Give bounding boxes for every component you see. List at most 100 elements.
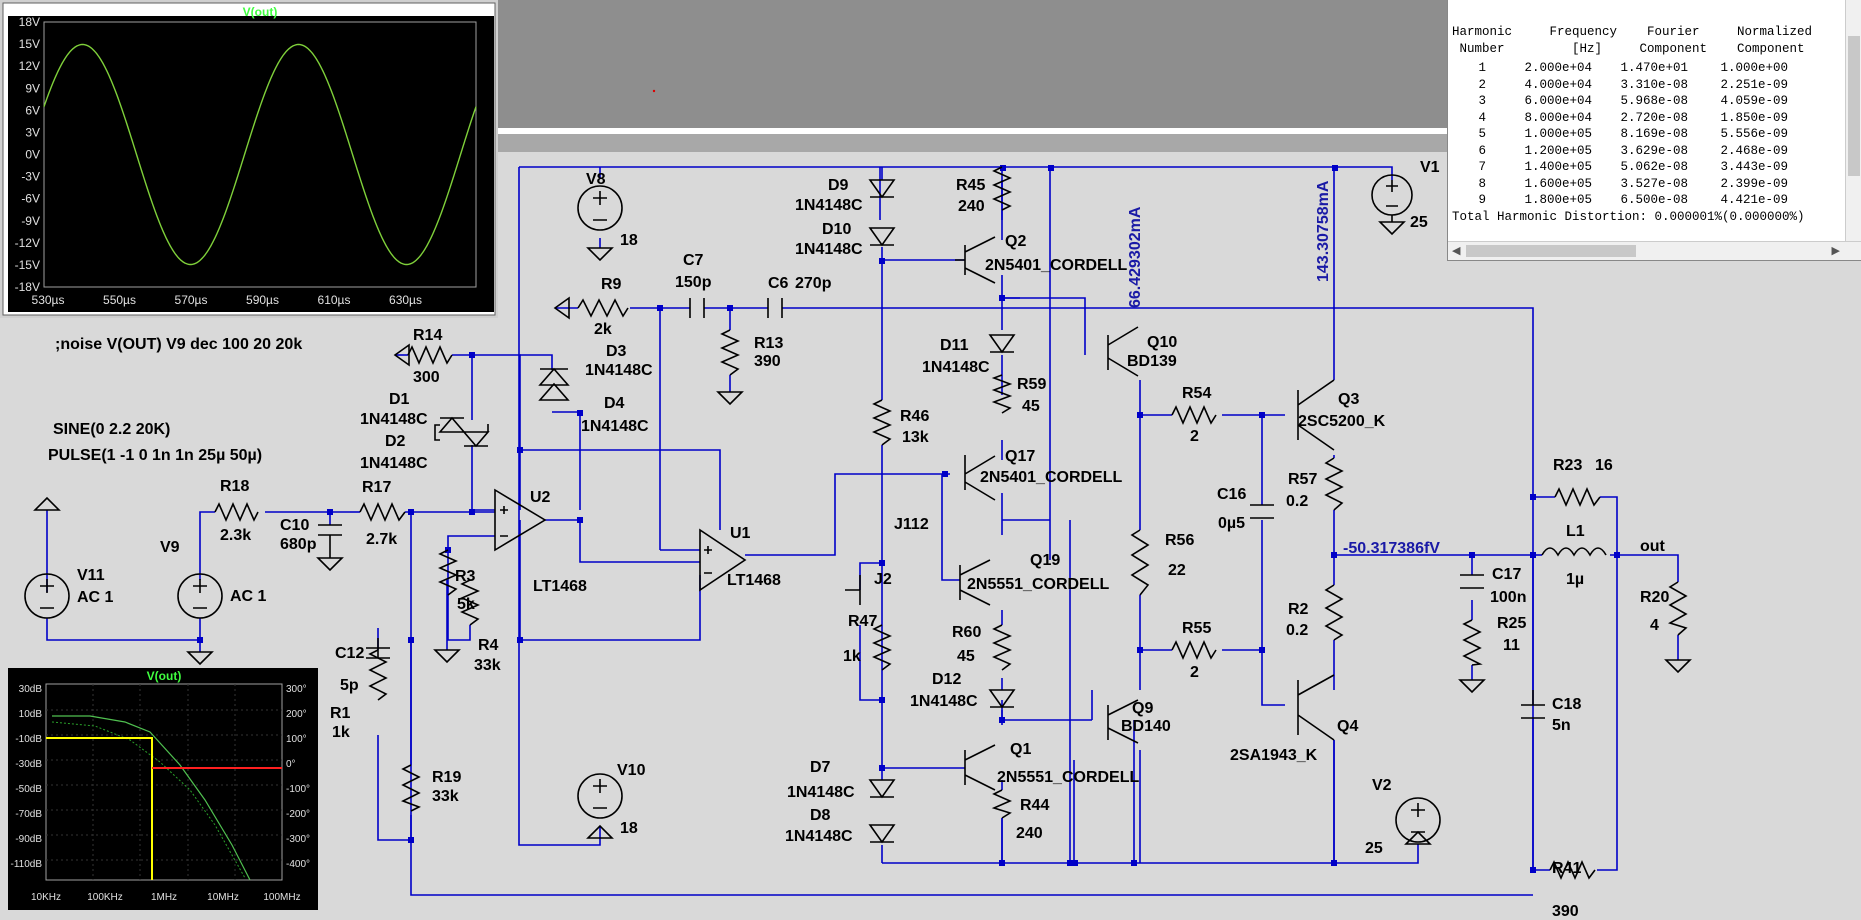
- x-tick-label: 570µs: [175, 293, 208, 307]
- label-C10-value: 680p: [280, 536, 317, 553]
- y-tick-label: 3V: [25, 125, 40, 139]
- label-R59: R59: [1017, 376, 1046, 393]
- y-tick-label: 0V: [25, 148, 40, 162]
- label-C7: C7: [683, 252, 704, 269]
- x-tick-label: 610µs: [318, 293, 351, 307]
- label-D8-value: 1N4148C: [785, 828, 853, 845]
- x-tick-label: 550µs: [103, 293, 136, 307]
- fourier-header-line2: Number [Hz] Component Component: [1452, 42, 1805, 56]
- fourier-horizontal-scroll-thumb[interactable]: [1466, 245, 1636, 257]
- fourier-cell: 5.062e-08: [1620, 160, 1688, 175]
- window-titlebar: [498, 134, 1448, 152]
- label-C17: C17: [1492, 566, 1521, 583]
- y-left-tick-label: 10dB: [19, 709, 43, 720]
- label-R9: R9: [601, 276, 622, 293]
- label-V2-value: 25: [1365, 840, 1383, 857]
- label-V10-value: 18: [620, 820, 638, 837]
- label-R45: R45: [956, 177, 985, 194]
- label-Q9: Q9: [1132, 700, 1153, 717]
- fourier-cell: 1.400e+05: [1524, 160, 1592, 175]
- y-tick-label: 9V: [25, 81, 40, 95]
- label-R44-value: 240: [1016, 825, 1043, 842]
- ac-y-right-ticks: 300°200°100°0°-100°-200°-300°-400°: [286, 684, 310, 870]
- label-V11: V11: [77, 567, 105, 584]
- label-R41: R41: [1552, 860, 1581, 877]
- label-R23: R23: [1553, 457, 1582, 474]
- label-U1: U1: [730, 525, 751, 542]
- ac-yellow-cursor[interactable]: [46, 737, 153, 880]
- label-D10: D10: [822, 221, 851, 238]
- label-R23-value: 16: [1595, 457, 1613, 474]
- label-U2-value: LT1468: [533, 578, 587, 595]
- label-V8: V8: [586, 171, 606, 188]
- fourier-cell: 1.850e-09: [1720, 110, 1788, 125]
- label-Q10-value: BD139: [1127, 353, 1177, 370]
- label-R46: R46: [900, 408, 929, 425]
- scroll-right-arrow-icon[interactable]: ▶: [1831, 246, 1840, 258]
- label-R47: R47: [848, 613, 877, 630]
- gray-window-area: [498, 0, 1448, 128]
- label-C7-value: 150p: [675, 274, 712, 291]
- fourier-cell: 4.000e+04: [1524, 77, 1592, 92]
- label-V8-value: 18: [620, 232, 638, 249]
- x-tick-label: 530µs: [32, 293, 65, 307]
- label-Q17: Q17: [1005, 448, 1035, 465]
- label-D8: D8: [810, 807, 831, 824]
- label-D9-value: 1N4148C: [795, 197, 863, 214]
- label-Q19: Q19: [1030, 552, 1060, 569]
- ac-plot[interactable]: V(out) 30dB10dB-10dB-30dB-50dB-70dB-90dB…: [8, 668, 318, 910]
- window-border: [498, 128, 1448, 134]
- fourier-cell: 1.000e+00: [1720, 61, 1788, 76]
- y-right-tick-label: 100°: [286, 734, 307, 745]
- y-tick-label: -18V: [15, 280, 40, 294]
- transient-plot[interactable]: V(out) 18V15V12V9V6V3V0V-3V-6V-9V-12V-15…: [0, 0, 498, 318]
- fourier-cell: 4: [1478, 110, 1486, 125]
- label-Q3: Q3: [1338, 391, 1359, 408]
- fourier-cell: 3: [1478, 94, 1486, 109]
- label-Q4: Q4: [1337, 718, 1358, 735]
- label-R2-value: 0.2: [1286, 622, 1308, 639]
- label-R13-value: 390: [754, 353, 781, 370]
- fourier-horizontal-scrollbar[interactable]: ◀ ▶: [1448, 241, 1861, 260]
- label-R14-value: 300: [413, 369, 440, 386]
- component-labels: V8 18 V10 18 V1 25 V2 25 V9 AC 1 V11 AC …: [48, 159, 1669, 920]
- label-D1: D1: [389, 391, 410, 408]
- fourier-output-window[interactable]: Harmonic Frequency Fourier Normalized Nu…: [1447, 0, 1861, 261]
- x-tick-label: 590µs: [246, 293, 279, 307]
- fourier-cell: 7: [1478, 160, 1486, 175]
- label-C16-value: 0µ5: [1218, 515, 1245, 532]
- fourier-cell: 1.470e+01: [1620, 61, 1688, 76]
- y-tick-label: -6V: [21, 192, 40, 206]
- label-R2: R2: [1288, 601, 1309, 618]
- fourier-cell: 2.468e-09: [1720, 143, 1788, 158]
- label-Q3-value: 2SC5200_K: [1298, 413, 1386, 430]
- fourier-vertical-scrollbar[interactable]: [1845, 0, 1861, 242]
- label-R18-value: 2.3k: [220, 527, 251, 544]
- label-R4-value: 33k: [474, 657, 501, 674]
- scroll-left-arrow-icon[interactable]: ◀: [1452, 246, 1461, 258]
- transient-trace: [43, 43, 477, 266]
- y-tick-label: -3V: [21, 170, 40, 184]
- label-R57: R57: [1288, 471, 1317, 488]
- fourier-cell: 1: [1478, 61, 1486, 76]
- y-left-tick-label: -70dB: [15, 809, 42, 820]
- fourier-vertical-scroll-thumb[interactable]: [1848, 36, 1860, 176]
- x-tick-label: 10KHz: [31, 892, 61, 903]
- label-Q1-value: 2N5551_CORDELL: [997, 769, 1140, 786]
- fourier-cell: 5.968e-08: [1620, 94, 1688, 109]
- x-tick-label: 10MHz: [207, 892, 239, 903]
- label-R59-value: 45: [1022, 398, 1040, 415]
- y-tick-label: 12V: [19, 59, 40, 73]
- label-R54: R54: [1182, 385, 1211, 402]
- fourier-cell: 6.500e-08: [1620, 193, 1688, 208]
- label-R20-value: 4: [1650, 617, 1659, 634]
- component-symbols: [24, 166, 1692, 880]
